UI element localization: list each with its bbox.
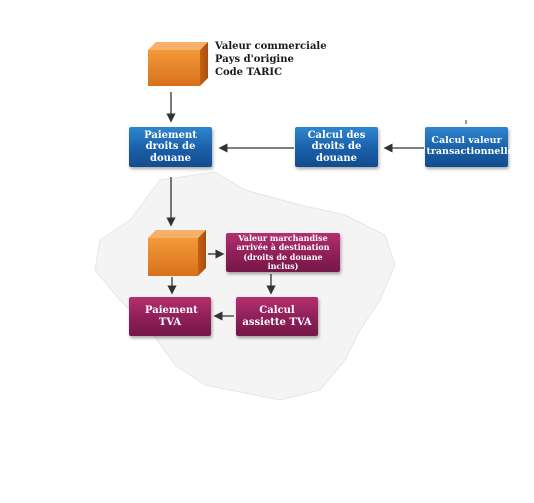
- calcul-droits-label: Calcul des droits de douane: [307, 129, 366, 164]
- calcul-valeur-box: Calcul valeur transactionnelle: [425, 127, 514, 167]
- calcul-valeur-label: Calcul valeur transactionnelle: [426, 135, 514, 157]
- calcul-droits-box: Calcul des droits de douane: [295, 127, 378, 167]
- paiement-droits-label: Paiement droits de douane: [144, 129, 197, 164]
- paiement-droits-box: Paiement droits de douane: [129, 127, 212, 167]
- label-valeur-commerciale: Valeur commerciale: [215, 41, 327, 52]
- paiement-tva-label: Paiement TVA: [145, 305, 198, 328]
- arrows: [166, 92, 424, 321]
- label-pays-origine: Pays d'origine: [215, 54, 294, 65]
- valeur-marchandise-box: Valeur marchandise arrivée à destination…: [226, 233, 340, 272]
- cube-icon-top: [148, 42, 208, 86]
- paiement-tva-box: Paiement TVA: [129, 297, 211, 336]
- cube-labels: Valeur commerciale Pays d'origine Code T…: [215, 40, 327, 79]
- calcul-assiette-box: Calcul assiette TVA: [236, 297, 318, 336]
- map-silhouette: [94, 171, 396, 401]
- valeur-marchandise-label: Valeur marchandise arrivée à destination…: [236, 233, 330, 271]
- cube-icon-middle: [148, 230, 206, 276]
- calcul-assiette-label: Calcul assiette TVA: [242, 305, 312, 328]
- label-code-taric: Code TARIC: [215, 67, 283, 78]
